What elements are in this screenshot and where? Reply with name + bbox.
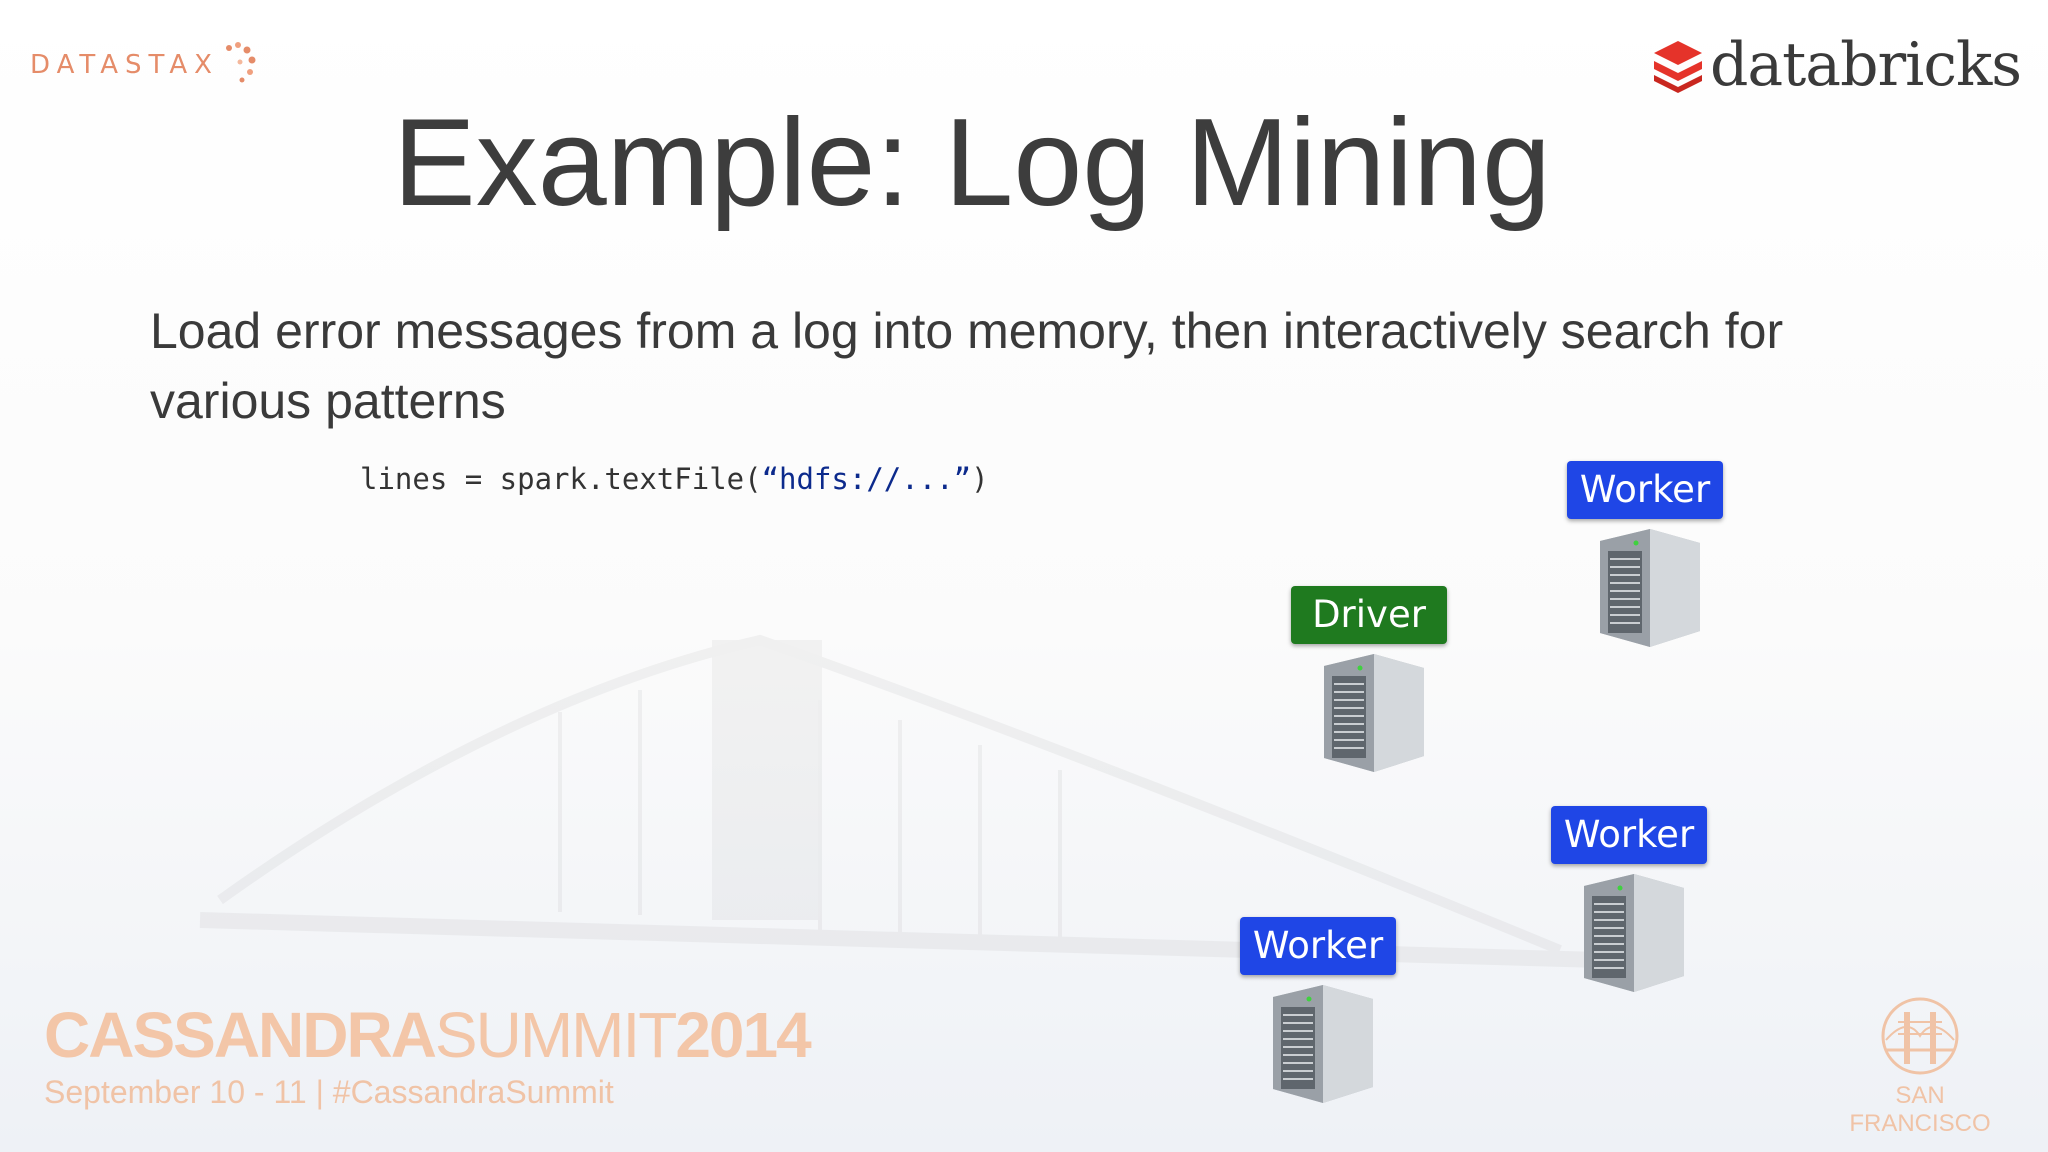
databricks-logo: databricks: [1652, 30, 2022, 100]
code-suffix: ): [971, 462, 989, 496]
slide-body-text: Load error messages from a log into memo…: [150, 303, 1784, 429]
worker-label: Worker: [1567, 461, 1723, 519]
cassandra-summit-logo: CASSANDRASUMMIT2014 September 10 - 11 | …: [44, 999, 812, 1111]
slide-title: Example: Log Mining: [393, 94, 1551, 232]
server-icon: [1273, 985, 1373, 1103]
datastax-dots-icon: [225, 42, 256, 83]
worker-node-right: Worker: [1551, 806, 1707, 996]
golden-gate-bridge-icon: [1881, 997, 1959, 1075]
code-prefix: lines = spark.textFile(: [360, 462, 762, 496]
server-icon: [1600, 529, 1700, 647]
databricks-bricks-icon: [1654, 41, 1702, 93]
datastax-wordmark: DATASTAX: [30, 50, 219, 80]
code-string: “hdfs://...”: [761, 462, 972, 496]
event-name-bold: CASSANDRA: [44, 999, 437, 1071]
worker-label: Worker: [1551, 806, 1707, 864]
city-name: SAN FRANCISCO: [1849, 1082, 1991, 1137]
code-snippet: lines = spark.textFile(“hdfs://...”): [360, 462, 989, 496]
worker-node-bottom: Worker: [1240, 917, 1396, 1107]
driver-node: Driver: [1291, 586, 1447, 776]
event-name: CASSANDRASUMMIT2014: [44, 999, 812, 1071]
server-icon: [1324, 654, 1424, 772]
worker-label: Worker: [1240, 917, 1396, 975]
datastax-logo: DATASTAX: [30, 40, 257, 90]
worker-node-top: Worker: [1567, 461, 1723, 651]
databricks-wordmark: databricks: [1710, 30, 2022, 100]
event-dates: September 10 - 11 | #CassandraSummit: [44, 1074, 614, 1110]
driver-label: Driver: [1291, 586, 1447, 644]
event-name-thin: SUMMIT: [434, 999, 677, 1071]
event-year: 2014: [675, 999, 811, 1071]
server-icon: [1584, 874, 1684, 992]
san-francisco-logo: SAN FRANCISCO: [1830, 996, 2010, 1138]
